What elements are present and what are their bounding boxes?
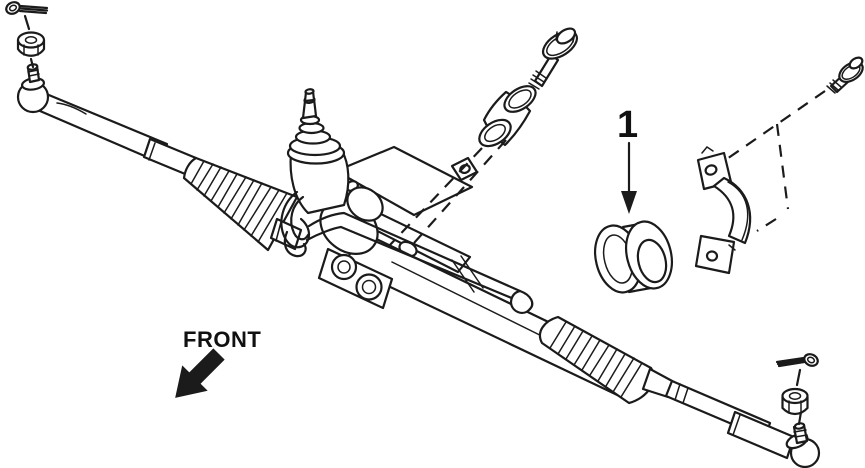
mount-clamp-bracket	[694, 146, 752, 275]
tie-rod-end-left	[16, 63, 50, 114]
castle-nut-upper-left	[16, 31, 46, 57]
tie-rod-right	[664, 379, 796, 460]
front-arrow	[175, 348, 225, 398]
cotter-pin-lower-right	[775, 353, 819, 368]
callout-1: 1	[617, 104, 638, 214]
cotter-pin-upper-left	[5, 1, 49, 15]
leader-pin-to-nut-left	[23, 14, 31, 31]
callout-1-label: 1	[617, 104, 638, 146]
hydraulic-pipes	[280, 190, 534, 314]
gear-mount-bushing	[594, 220, 673, 294]
leader-clamp-bolt-c	[756, 218, 777, 232]
adjuster-sleeve-right	[726, 410, 796, 460]
castle-nut-lower-right	[781, 387, 809, 416]
leader-pin-to-nut-right	[795, 368, 802, 387]
mount-bolt	[528, 27, 579, 90]
clamp-bolt-hole	[704, 164, 718, 176]
front-label: FRONT	[183, 327, 261, 352]
leader-bolt-axis-a	[413, 139, 507, 244]
cylinder-port-block	[317, 247, 394, 310]
leader-bolt-axis-b	[388, 147, 483, 247]
tie-rod-left	[38, 91, 198, 178]
bellows-boot-left	[182, 156, 299, 252]
tie-rod-end-right	[785, 422, 821, 468]
bushing-bore	[636, 238, 668, 284]
clamp-bolt-hole	[705, 250, 719, 262]
housing-band	[451, 255, 484, 293]
fluid-port	[330, 253, 358, 281]
leader-clamp-bolt-a	[723, 90, 826, 162]
bolt-hex-head	[555, 27, 577, 45]
front-indicator: FRONT	[175, 327, 261, 398]
upper-mount-bushing	[478, 85, 537, 148]
clamp-wire	[283, 230, 307, 258]
pipe-end-fitting	[509, 289, 534, 314]
leader-nut-to-stud-left	[29, 57, 35, 69]
clamp-bolt	[826, 56, 864, 94]
bellows-boot-right	[538, 315, 676, 405]
fluid-port	[355, 273, 383, 301]
leader-clamp-bolt-b	[775, 123, 790, 210]
